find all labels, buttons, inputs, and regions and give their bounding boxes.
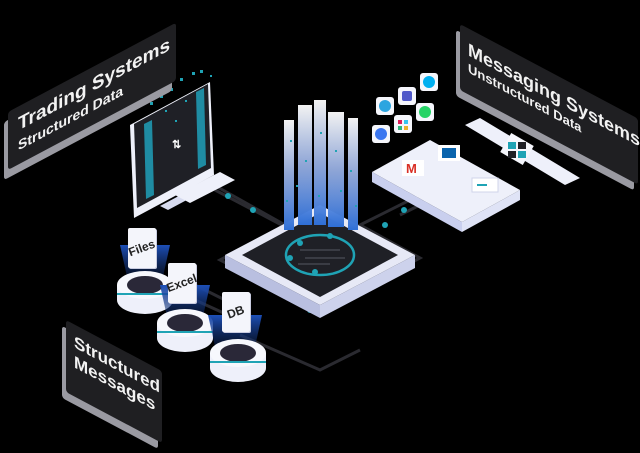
- svg-text:⇅: ⇅: [172, 139, 181, 151]
- pod-excel-label: Excel: [164, 271, 200, 295]
- desktop-monitor: ⇅: [130, 70, 235, 218]
- svg-text:M: M: [406, 161, 417, 176]
- pod-files-label: Files: [126, 236, 158, 260]
- pod-db-label: DB: [225, 302, 247, 322]
- data-beams: [284, 100, 358, 230]
- messaging-app-icons: M: [372, 73, 460, 176]
- pod-excel-doc: Excel: [164, 263, 200, 303]
- pod-files-doc: Files: [126, 228, 158, 268]
- smartwatch: [465, 118, 580, 185]
- pod-db-doc: DB: [222, 292, 250, 332]
- central-chip: [225, 205, 415, 318]
